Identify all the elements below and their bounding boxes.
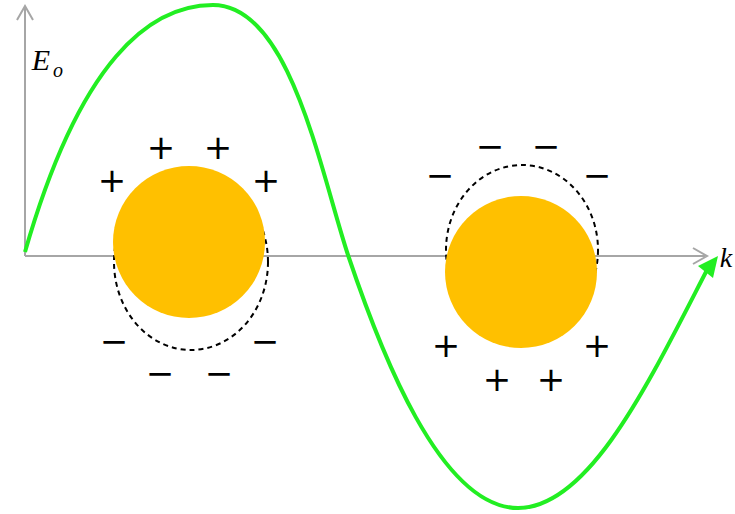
charge-sign: − <box>532 129 561 163</box>
charge-sign: + <box>432 328 461 362</box>
charge-sign: − <box>205 356 234 390</box>
charge-sign: − <box>426 158 455 192</box>
field-subscript: o <box>53 60 63 80</box>
charge-sign: + <box>204 130 233 164</box>
field-symbol: E <box>32 45 50 75</box>
charge-sign: − <box>251 324 280 358</box>
charge-sign: + <box>537 362 566 396</box>
axis-label: k <box>720 244 732 272</box>
nanoparticle <box>113 166 265 318</box>
charge-sign: + <box>252 163 281 197</box>
charge-sign: − <box>100 324 129 358</box>
charge-sign: − <box>476 129 505 163</box>
charge-sign: + <box>483 362 512 396</box>
charge-sign: + <box>583 328 612 362</box>
wave-arrowhead <box>698 256 718 278</box>
nanoparticle <box>445 196 597 348</box>
charge-sign: − <box>146 356 175 390</box>
charge-sign: − <box>583 158 612 192</box>
light-wave <box>25 5 708 508</box>
charge-sign: + <box>147 130 176 164</box>
charge-sign: + <box>98 163 127 197</box>
